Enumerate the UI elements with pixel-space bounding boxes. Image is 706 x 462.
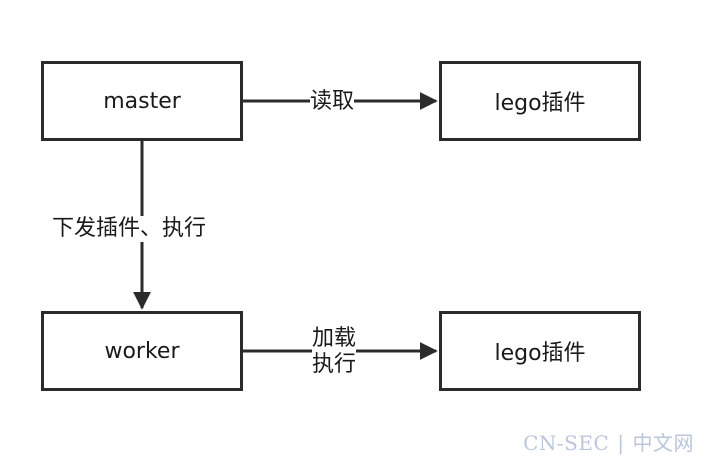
master-node-label: master [103, 88, 181, 114]
watermark-right: 中文网 [632, 431, 694, 455]
watermark-left: CN-SEC [523, 431, 610, 455]
lego-plugin-node-bottom-label: lego插件 [494, 341, 586, 366]
edge-label-read: 读取 [310, 89, 355, 115]
edge-label-load: 加载 [312, 326, 357, 351]
watermark-separator: | [617, 431, 625, 455]
lego-plugin-node-top: lego插件 [439, 61, 641, 141]
worker-node: worker [41, 311, 243, 391]
edge-label-execute: 执行 [312, 352, 357, 377]
lego-plugin-node-top-label: lego插件 [494, 91, 586, 116]
edge-label-dispatch-execute: 下发插件、执行 [48, 216, 211, 242]
lego-plugin-node-bottom: lego插件 [439, 311, 641, 391]
watermark: CN-SEC | 中文网 [523, 427, 694, 456]
worker-node-label: worker [104, 338, 180, 364]
edge-label-load-execute: 加载 执行 [312, 326, 357, 378]
master-node: master [41, 61, 243, 141]
